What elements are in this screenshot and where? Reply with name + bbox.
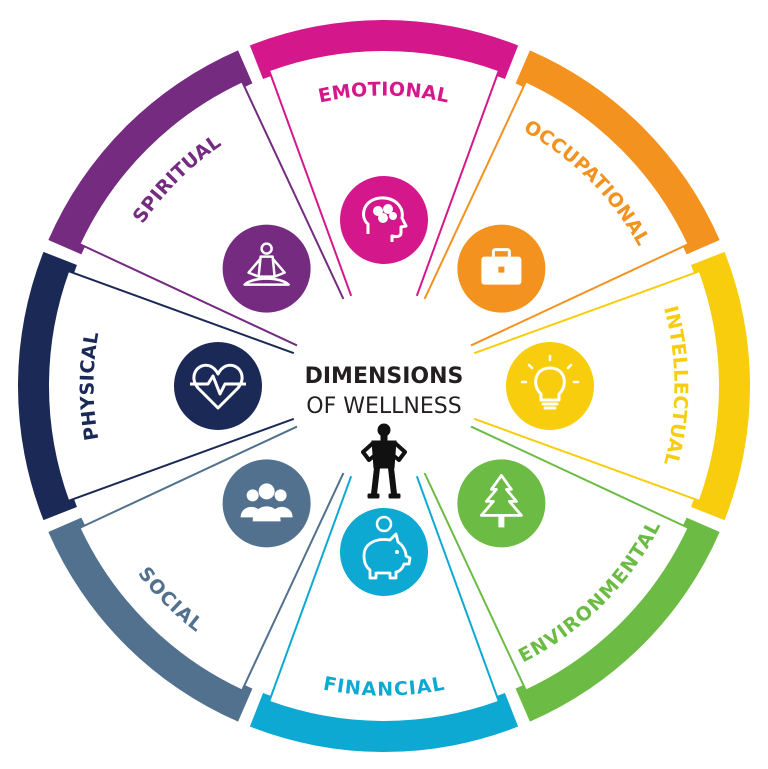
heart-pulse-icon bbox=[174, 342, 262, 430]
center-subtitle: OF WELLNESS bbox=[306, 394, 461, 419]
segment-intellectual: INTELLECTUAL bbox=[435, 251, 751, 521]
segment-social: SOCIAL bbox=[48, 408, 362, 722]
piggy-bank-icon bbox=[340, 508, 428, 596]
segment-emotional: EMOTIONAL bbox=[249, 19, 519, 335]
head-brain-icon bbox=[340, 176, 428, 264]
segment-environmental: ENVIRONMENTAL bbox=[406, 408, 720, 722]
center-label: DIMENSIONS OF WELLNESS bbox=[305, 364, 464, 419]
people-group-icon bbox=[222, 459, 311, 548]
segment-physical: PHYSICAL bbox=[17, 251, 333, 521]
physical-label: PHYSICAL bbox=[76, 330, 103, 442]
briefcase-icon bbox=[457, 224, 546, 313]
mannequin-figure-icon bbox=[361, 423, 407, 499]
segment-occupational: OCCUPATIONAL bbox=[406, 50, 720, 364]
pine-tree-icon bbox=[457, 459, 546, 548]
center-title: DIMENSIONS bbox=[305, 364, 464, 389]
segments-group: EMOTIONALOCCUPATIONALINTELLECTUALENVIRON… bbox=[17, 19, 751, 753]
meditation-icon bbox=[222, 224, 311, 313]
lightbulb-icon bbox=[506, 342, 594, 430]
center-disc bbox=[288, 290, 480, 482]
